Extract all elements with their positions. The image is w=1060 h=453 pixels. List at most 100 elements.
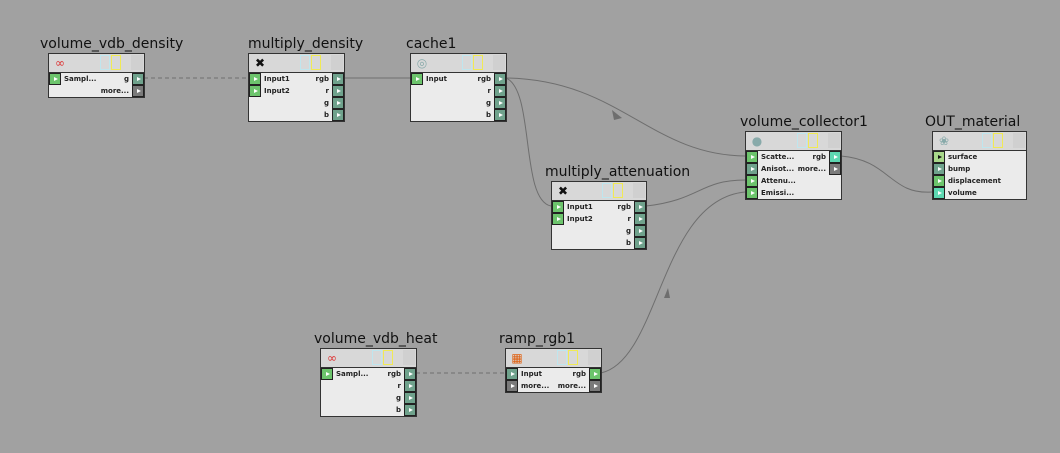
input-port[interactable] [746, 151, 758, 163]
input-port[interactable] [933, 151, 945, 163]
output-port[interactable] [494, 73, 506, 85]
bypass-flag[interactable] [602, 183, 612, 198]
bypass-flag[interactable] [462, 55, 472, 70]
template-flag[interactable] [131, 55, 143, 70]
port-row: b [411, 109, 506, 121]
material-icon: ❀ [938, 134, 950, 148]
input-port[interactable] [249, 85, 261, 97]
output-port[interactable] [589, 380, 601, 392]
output-port[interactable] [404, 368, 416, 380]
input-port[interactable] [933, 163, 945, 175]
input-port[interactable] [746, 175, 758, 187]
wire-cache-to-collector-scatter[interactable] [505, 77, 746, 157]
output-port[interactable] [404, 392, 416, 404]
output-label: more... [557, 382, 586, 390]
input-port[interactable] [552, 213, 564, 225]
template-flag[interactable] [493, 55, 505, 70]
bypass-flag[interactable] [982, 133, 992, 148]
display-flag[interactable] [993, 133, 1003, 148]
output-port[interactable] [132, 73, 144, 85]
display-flag[interactable] [613, 183, 623, 198]
display-flag[interactable] [311, 55, 321, 70]
bypass-flag[interactable] [372, 350, 382, 365]
display-flag[interactable] [473, 55, 483, 70]
display-flag[interactable] [808, 133, 818, 148]
output-label: rgb [477, 75, 491, 83]
output-port[interactable] [634, 225, 646, 237]
output-port[interactable] [829, 163, 841, 175]
bypass-flag[interactable] [797, 133, 807, 148]
output-label: b [485, 111, 491, 119]
output-label: g [485, 99, 491, 107]
bypass-flag[interactable] [100, 55, 110, 70]
output-port[interactable] [332, 97, 344, 109]
output-port[interactable] [132, 85, 144, 97]
output-port[interactable] [494, 97, 506, 109]
output-port[interactable] [332, 109, 344, 121]
node-header[interactable]: ✖ [249, 54, 344, 73]
template-flag[interactable] [588, 350, 600, 365]
port-row: g [321, 392, 416, 404]
template-flag[interactable] [828, 133, 840, 148]
output-label: r [325, 87, 329, 95]
output-port[interactable] [589, 368, 601, 380]
template-flag[interactable] [633, 183, 645, 198]
template-flag[interactable] [331, 55, 343, 70]
node-header[interactable]: ✖ [552, 182, 646, 201]
input-label: volume [948, 189, 977, 197]
input-port[interactable] [321, 368, 333, 380]
wire-ramp-to-collector-emission[interactable] [600, 191, 746, 374]
output-port[interactable] [634, 237, 646, 249]
output-port[interactable] [634, 213, 646, 225]
node-header[interactable]: ❀ [933, 132, 1026, 151]
input-port[interactable] [249, 73, 261, 85]
node-header[interactable]: ● [746, 132, 841, 151]
output-label: r [627, 215, 631, 223]
output-port[interactable] [494, 85, 506, 97]
output-label: rgb [572, 370, 586, 378]
sphere-icon: ● [751, 134, 763, 148]
input-port[interactable] [746, 187, 758, 199]
display-flag[interactable] [383, 350, 393, 365]
wire-cache-to-attenuation[interactable] [505, 77, 552, 207]
node-header[interactable]: ◎ [411, 54, 506, 73]
wire-collector-to-output[interactable] [840, 155, 933, 193]
output-label: more... [797, 165, 826, 173]
node-header[interactable]: ∞ [321, 349, 416, 368]
bypass-flag[interactable] [557, 350, 567, 365]
output-port[interactable] [404, 380, 416, 392]
input-port[interactable] [552, 201, 564, 213]
output-port[interactable] [829, 151, 841, 163]
input-port[interactable] [933, 175, 945, 187]
input-port[interactable] [933, 187, 945, 199]
input-port[interactable] [411, 73, 423, 85]
bypass-flag[interactable] [300, 55, 310, 70]
input-port[interactable] [49, 73, 61, 85]
input-port[interactable] [746, 163, 758, 175]
output-port[interactable] [634, 201, 646, 213]
display-flag[interactable] [568, 350, 578, 365]
output-port[interactable] [494, 109, 506, 121]
template-flag[interactable] [1013, 133, 1025, 148]
node-header[interactable]: ▦ [506, 349, 601, 368]
wire-attenuation-to-collector[interactable] [645, 179, 746, 207]
output-port[interactable] [332, 73, 344, 85]
template-flag[interactable] [403, 350, 415, 365]
node-header[interactable]: ∞ [49, 54, 144, 73]
output-label: rgb [387, 370, 401, 378]
display-flag[interactable] [111, 55, 121, 70]
port-row: Emissi... [746, 187, 841, 199]
input-port[interactable] [506, 380, 518, 392]
output-port[interactable] [404, 404, 416, 416]
output-port[interactable] [332, 85, 344, 97]
input-port[interactable] [506, 368, 518, 380]
